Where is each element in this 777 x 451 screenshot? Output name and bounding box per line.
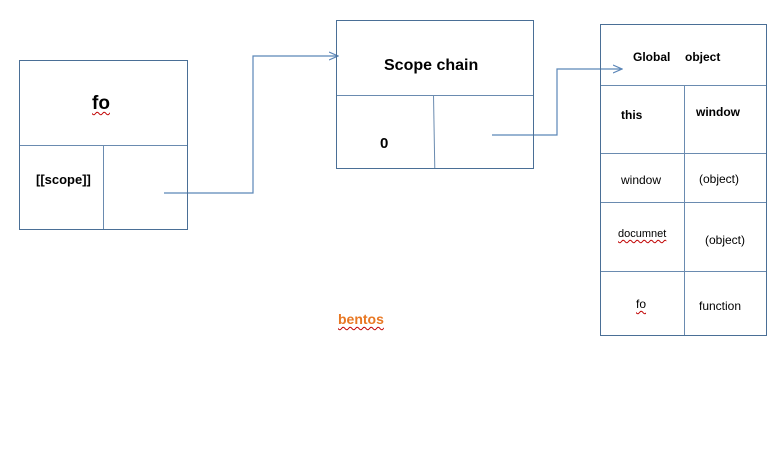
scope-chain-to-global-object-arrow — [492, 69, 622, 136]
fo-box-title: fo — [92, 93, 110, 114]
row-value: function — [699, 299, 742, 313]
scope-chain-box: Scope chain 0 — [336, 20, 534, 169]
global-object-title-left: Global — [633, 50, 671, 64]
global-object-box: Global object this window window (object… — [600, 24, 767, 336]
scope-chain-divider — [337, 95, 533, 96]
global-object-divider — [601, 202, 766, 203]
row-value: (object) — [699, 172, 740, 186]
global-object-title-right: object — [685, 50, 721, 64]
row-value: window — [696, 105, 740, 119]
scope-chain-cell-divider — [433, 94, 436, 168]
scope-to-scope-chain-arrow — [164, 56, 338, 194]
global-object-column-divider — [684, 85, 685, 335]
global-object-divider — [601, 85, 766, 86]
scope-chain-title: Scope chain — [384, 57, 479, 74]
row-value: (object) — [705, 233, 746, 247]
row-key: window — [621, 173, 662, 187]
row-key: fo — [636, 297, 647, 311]
global-object-divider — [601, 271, 766, 272]
scope-chain-index: 0 — [380, 135, 389, 152]
fo-box: fo [[scope]] — [19, 60, 188, 230]
row-key: this — [621, 108, 643, 122]
bentos-watermark: bentos — [338, 311, 384, 327]
row-key: documnet — [618, 228, 667, 240]
scope-label: [[scope]] — [36, 172, 91, 187]
fo-box-cell-divider — [103, 145, 104, 229]
global-object-divider — [601, 153, 766, 154]
